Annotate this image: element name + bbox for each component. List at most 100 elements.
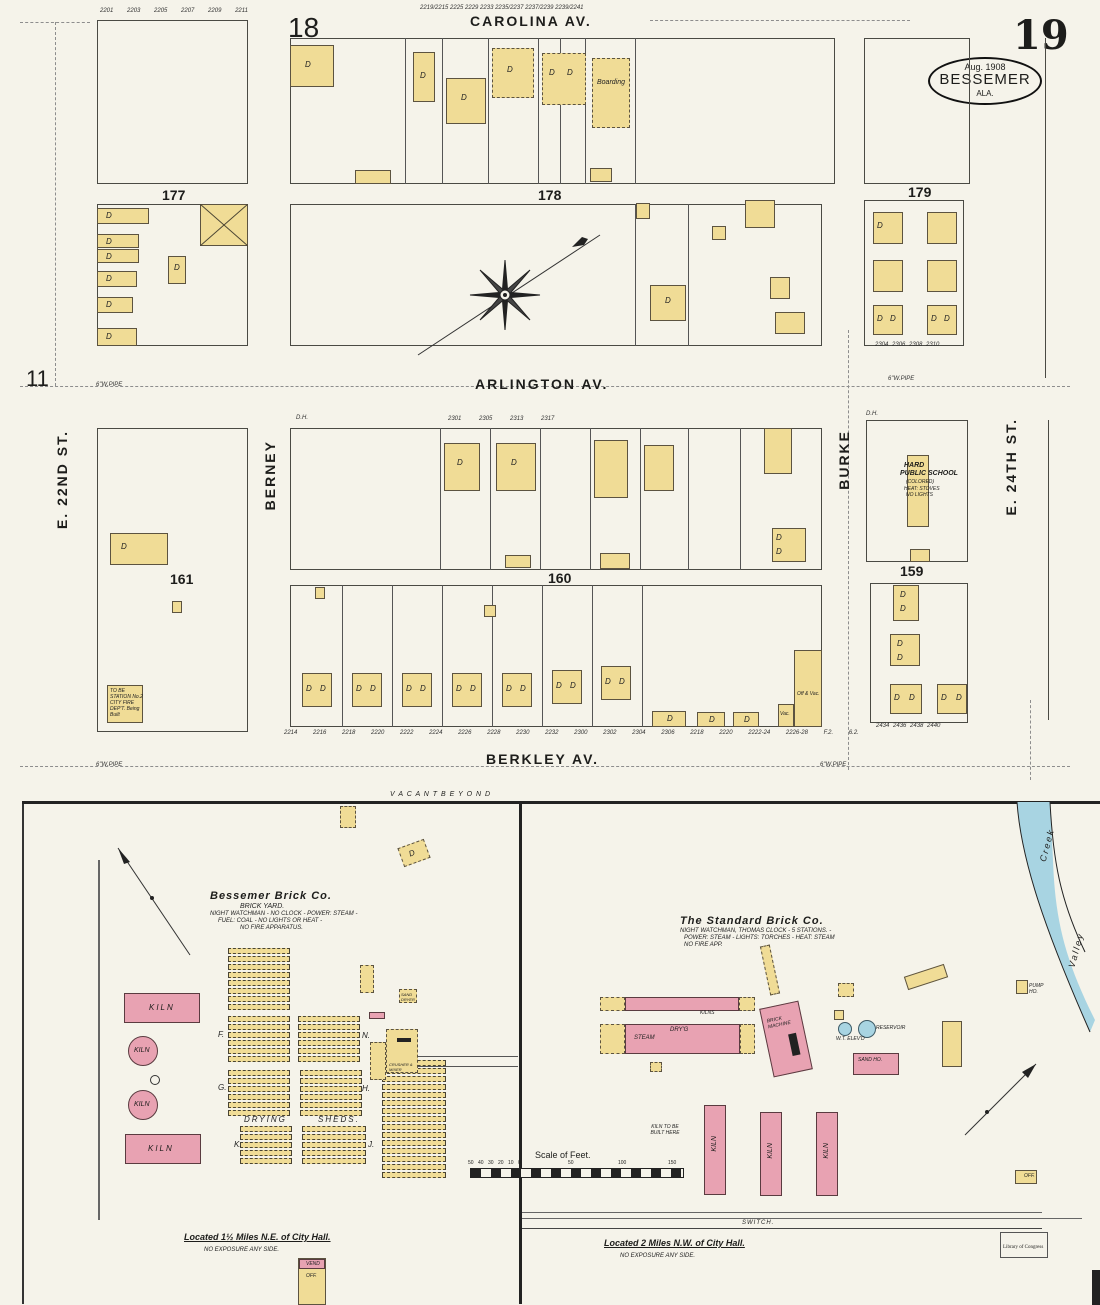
building-label: D [306,684,312,693]
map-line [418,1056,518,1057]
building-label: PUMP HO. [1029,983,1044,995]
frame-building [910,549,930,562]
drying-shed [228,1070,290,1076]
map-label: 50 [468,1160,474,1166]
frame-building [740,1024,755,1054]
map-label: 100 [618,1160,627,1166]
building-label: STEAM [634,1035,655,1041]
brick-building: KILN [128,1036,158,1066]
building-label: D [121,542,127,551]
building-label: SAND HO. [858,1057,883,1063]
drying-shed [228,972,290,978]
frame-building [712,226,726,240]
frame-building [770,277,790,299]
block-carolina-west [97,20,248,184]
water-tank [838,1022,852,1036]
frame-building [340,806,356,828]
kiln-l: KILN [760,1112,782,1196]
map-label: J. [368,1140,375,1149]
map-line [1016,801,1091,1033]
frame-building: D [496,443,536,491]
drying-shed [298,1032,360,1038]
drying-shed [300,1102,362,1108]
map-label: HEAT: STOVES [904,486,940,492]
drying-shed [298,1048,360,1054]
building-label: D [944,314,950,323]
title-cartouche: Aug. 1908 BESSEMER ALA. [928,57,1042,105]
drying-shed [228,1016,290,1022]
map-line [117,847,191,956]
brick-machine: BRICK MACHINE [759,1000,813,1078]
drying-shed [382,1156,446,1162]
drying-shed [382,1148,446,1154]
railroad-switch [522,1212,1042,1213]
brick-building: KILN [125,1134,201,1164]
drying-shed [382,1084,446,1090]
building-label: D [897,653,903,662]
street-berkley-av: BERKLEY AV. [486,751,600,767]
building-label: D [356,684,362,693]
building-label: D [406,684,412,693]
building-label: D [320,684,326,693]
map-line [490,428,491,570]
map-label: 10 [508,1160,514,1166]
frame-building: D [97,208,149,224]
frame-building: D [97,328,137,346]
map-line [200,204,248,246]
building-label: D [605,677,611,686]
frame-building [764,428,792,474]
building-label: D [174,263,180,272]
drying-shed-group-g [228,1070,290,1118]
block-179 [864,200,964,346]
map-label: 50 [568,1160,574,1166]
standard-brick-name: The Standard Brick Co. [680,915,824,927]
drying-shed [382,1076,446,1082]
map-line [342,585,343,727]
building-label: D [457,458,463,467]
building-label: D [520,684,526,693]
frame-building [600,553,630,569]
frame-building [644,445,674,491]
water-pipe-berkley [20,766,1070,767]
building-label: D [776,547,782,556]
frame-building: D [397,838,431,868]
kiln-a [600,997,755,1011]
map-label: KILN [767,1143,774,1159]
map-label: KILN [823,1143,830,1159]
block-number-178: 178 [538,187,562,203]
building-label: D [106,211,112,220]
map-label: SWITCH. [742,1220,775,1226]
building-label: D [507,65,513,74]
building-label: D [106,332,112,341]
building-label: D [106,252,112,261]
map-label: KILN [149,1003,175,1012]
kiln-m: KILN [816,1112,838,1196]
building-label: TO BE STATION No.2 CITY FIRE DEP'T. Bein… [110,688,143,718]
building-label: D [877,314,883,323]
building-label: D [305,60,311,69]
map-line [642,585,643,727]
north-arrow-standard-icon [964,1063,1037,1136]
frame-building: D [168,256,186,284]
map-line [22,804,24,1304]
map-line [522,1218,1082,1219]
drying-shed [302,1126,366,1132]
map-label: 0 [518,1160,521,1166]
frame-building: D [492,48,534,98]
frame-building [873,260,903,292]
map-label: N. [362,1031,370,1040]
map-label: KILN [711,1136,718,1152]
drying-shed [298,1056,360,1062]
map-line [688,204,689,346]
map-line [405,38,406,184]
library-stamp: Library of Congress [1000,1232,1048,1258]
block-number-160: 160 [548,570,572,586]
building-label: D [890,314,896,323]
kiln-k: KILN [704,1105,726,1195]
drying-shed [300,1110,362,1116]
